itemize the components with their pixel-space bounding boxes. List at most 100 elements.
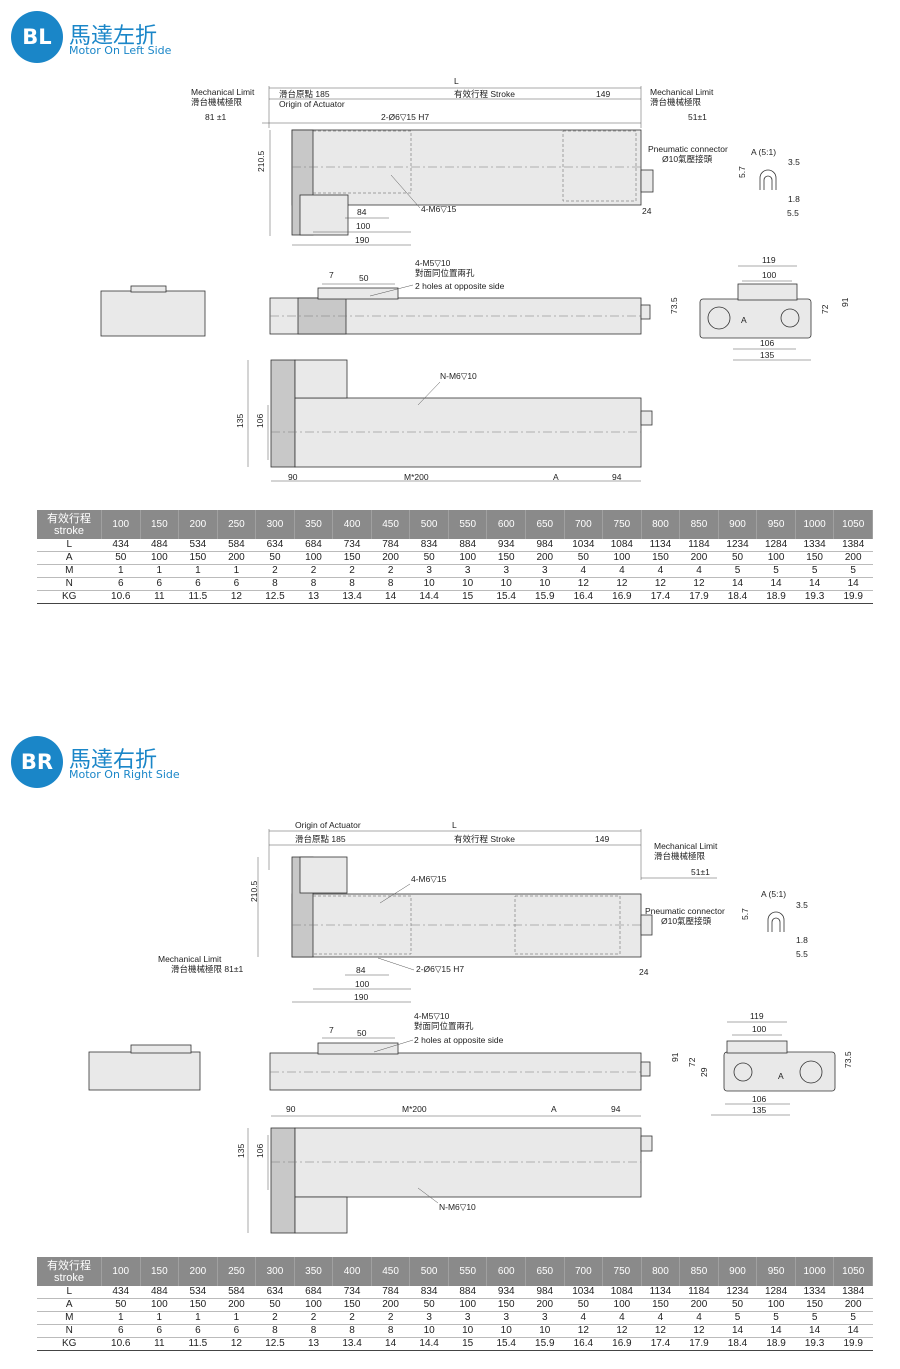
table-header-cell: 300 [255, 510, 295, 539]
table-row-label: L [37, 1286, 102, 1299]
table-cell: 18.9 [756, 1337, 796, 1351]
table-header-cell: 650 [525, 510, 565, 539]
table-header-cell: 600 [486, 1257, 527, 1286]
table-cell: 50 [101, 551, 141, 565]
table-cell: 1 [140, 564, 179, 578]
dim-5-5: 5.5 [787, 208, 799, 218]
table-cell: 1334 [795, 1286, 834, 1299]
dim-94: 94 [612, 472, 622, 482]
dim-m200: M*200 [404, 472, 429, 482]
table-cell: 12 [602, 577, 642, 591]
table-cell: 434 [101, 539, 141, 552]
dim-135v: 135 [236, 1144, 246, 1158]
table-cell: 634 [255, 539, 295, 552]
table-cell: 1284 [756, 1286, 796, 1299]
table-header-cell: 1050 [833, 510, 873, 539]
table-cell: 50 [101, 1298, 141, 1312]
table-header-cell: 550 [448, 1257, 488, 1286]
table-cell: 150 [795, 1298, 834, 1312]
table-cell: 1084 [602, 539, 642, 552]
table-cell: 13.4 [332, 590, 372, 604]
table-cell: 1134 [641, 539, 680, 552]
drawing-br: Origin of Actuator L 滑台原點 185 有效行程 Strok… [88, 820, 853, 1234]
dim-106v: 106 [255, 1144, 265, 1158]
table-cell: 1034 [564, 1286, 603, 1299]
table-header-cell: 450 [371, 510, 411, 539]
origin-zh: 滑台原點 185 [295, 834, 346, 844]
dim-7: 7 [329, 270, 334, 280]
m5-zh: 對面同位置兩孔 [414, 1021, 474, 1031]
dim-7: 7 [329, 1025, 334, 1035]
nm6-label: N-M6▽10 [440, 371, 477, 381]
dim-51: 51±1 [688, 112, 707, 122]
table-header-cell: 950 [756, 1257, 796, 1286]
table-cell: 10.6 [101, 1337, 141, 1351]
table-cell: 2 [332, 564, 372, 578]
table-cell: 2 [294, 1311, 333, 1325]
table-cell: 19.9 [833, 590, 873, 604]
table-cell: 11 [140, 1337, 179, 1351]
dim-84: 84 [356, 965, 366, 975]
table-header-cell: 400 [332, 510, 372, 539]
table-header-cell: 400 [332, 1257, 372, 1286]
table-header-cell: 900 [718, 510, 758, 539]
dim-1-8: 1.8 [796, 935, 808, 945]
table-cell: 934 [486, 1286, 526, 1299]
dim-5-5: 5.5 [796, 949, 808, 959]
table-cell: 534 [178, 1286, 218, 1299]
table-cell: 14 [718, 577, 757, 591]
table-cell: 2 [371, 1311, 410, 1325]
table-cell: 19.9 [833, 1337, 873, 1351]
table-cell: 5 [718, 564, 757, 578]
table-row-label: M [37, 564, 102, 578]
table-cell: 14 [795, 1324, 834, 1338]
table-cell: 2 [255, 1311, 295, 1325]
table-cell: 50 [564, 551, 603, 565]
table-cell: 3 [448, 1311, 487, 1325]
table-cell: 984 [525, 1286, 565, 1299]
dim-24: 24 [642, 206, 652, 216]
table-cell: 1 [101, 1311, 141, 1325]
dim-106v: 106 [255, 414, 265, 428]
m5-en: 2 holes at opposite side [415, 281, 505, 291]
table-cell: 16.9 [602, 1337, 642, 1351]
dim-94: 94 [611, 1104, 621, 1114]
table-cell: 8 [255, 577, 295, 591]
table-header-cell: 600 [486, 510, 527, 539]
dim-149: 149 [595, 834, 609, 844]
table-row-label: N [37, 577, 102, 591]
table-cell: 17.4 [641, 1337, 680, 1351]
dim-3-5: 3.5 [788, 157, 800, 167]
table-cell: 15 [448, 590, 487, 604]
nm6-label: N-M6▽10 [439, 1202, 476, 1212]
table-cell: 4 [564, 564, 603, 578]
table-header-cell: 800 [641, 1257, 681, 1286]
pin-hole-label: 2-Ø6▽15 H7 [381, 112, 429, 122]
table-cell: 12 [564, 577, 603, 591]
table-cell: 8 [294, 577, 333, 591]
table-cell: 6 [178, 577, 218, 591]
section-badge-bl: BL [11, 11, 63, 63]
table-cell: 50 [255, 551, 295, 565]
table-cell: 100 [140, 1298, 179, 1312]
dim-119: 119 [762, 255, 776, 265]
table-header-cell: 750 [602, 510, 642, 539]
table-cell: 12 [602, 1324, 642, 1338]
table-cell: 14.4 [409, 1337, 449, 1351]
table-cell: 17.4 [641, 590, 680, 604]
table-cell: 8 [255, 1324, 295, 1338]
table-row-label: KG [37, 1337, 102, 1351]
table-cell: 12 [217, 1337, 256, 1351]
table-cell: 884 [448, 539, 487, 552]
table-header-cell: 1000 [795, 510, 835, 539]
pneu-en: Pneumatic connector [648, 144, 728, 154]
table-cell: 2 [371, 564, 410, 578]
table-cell: 2 [294, 564, 333, 578]
